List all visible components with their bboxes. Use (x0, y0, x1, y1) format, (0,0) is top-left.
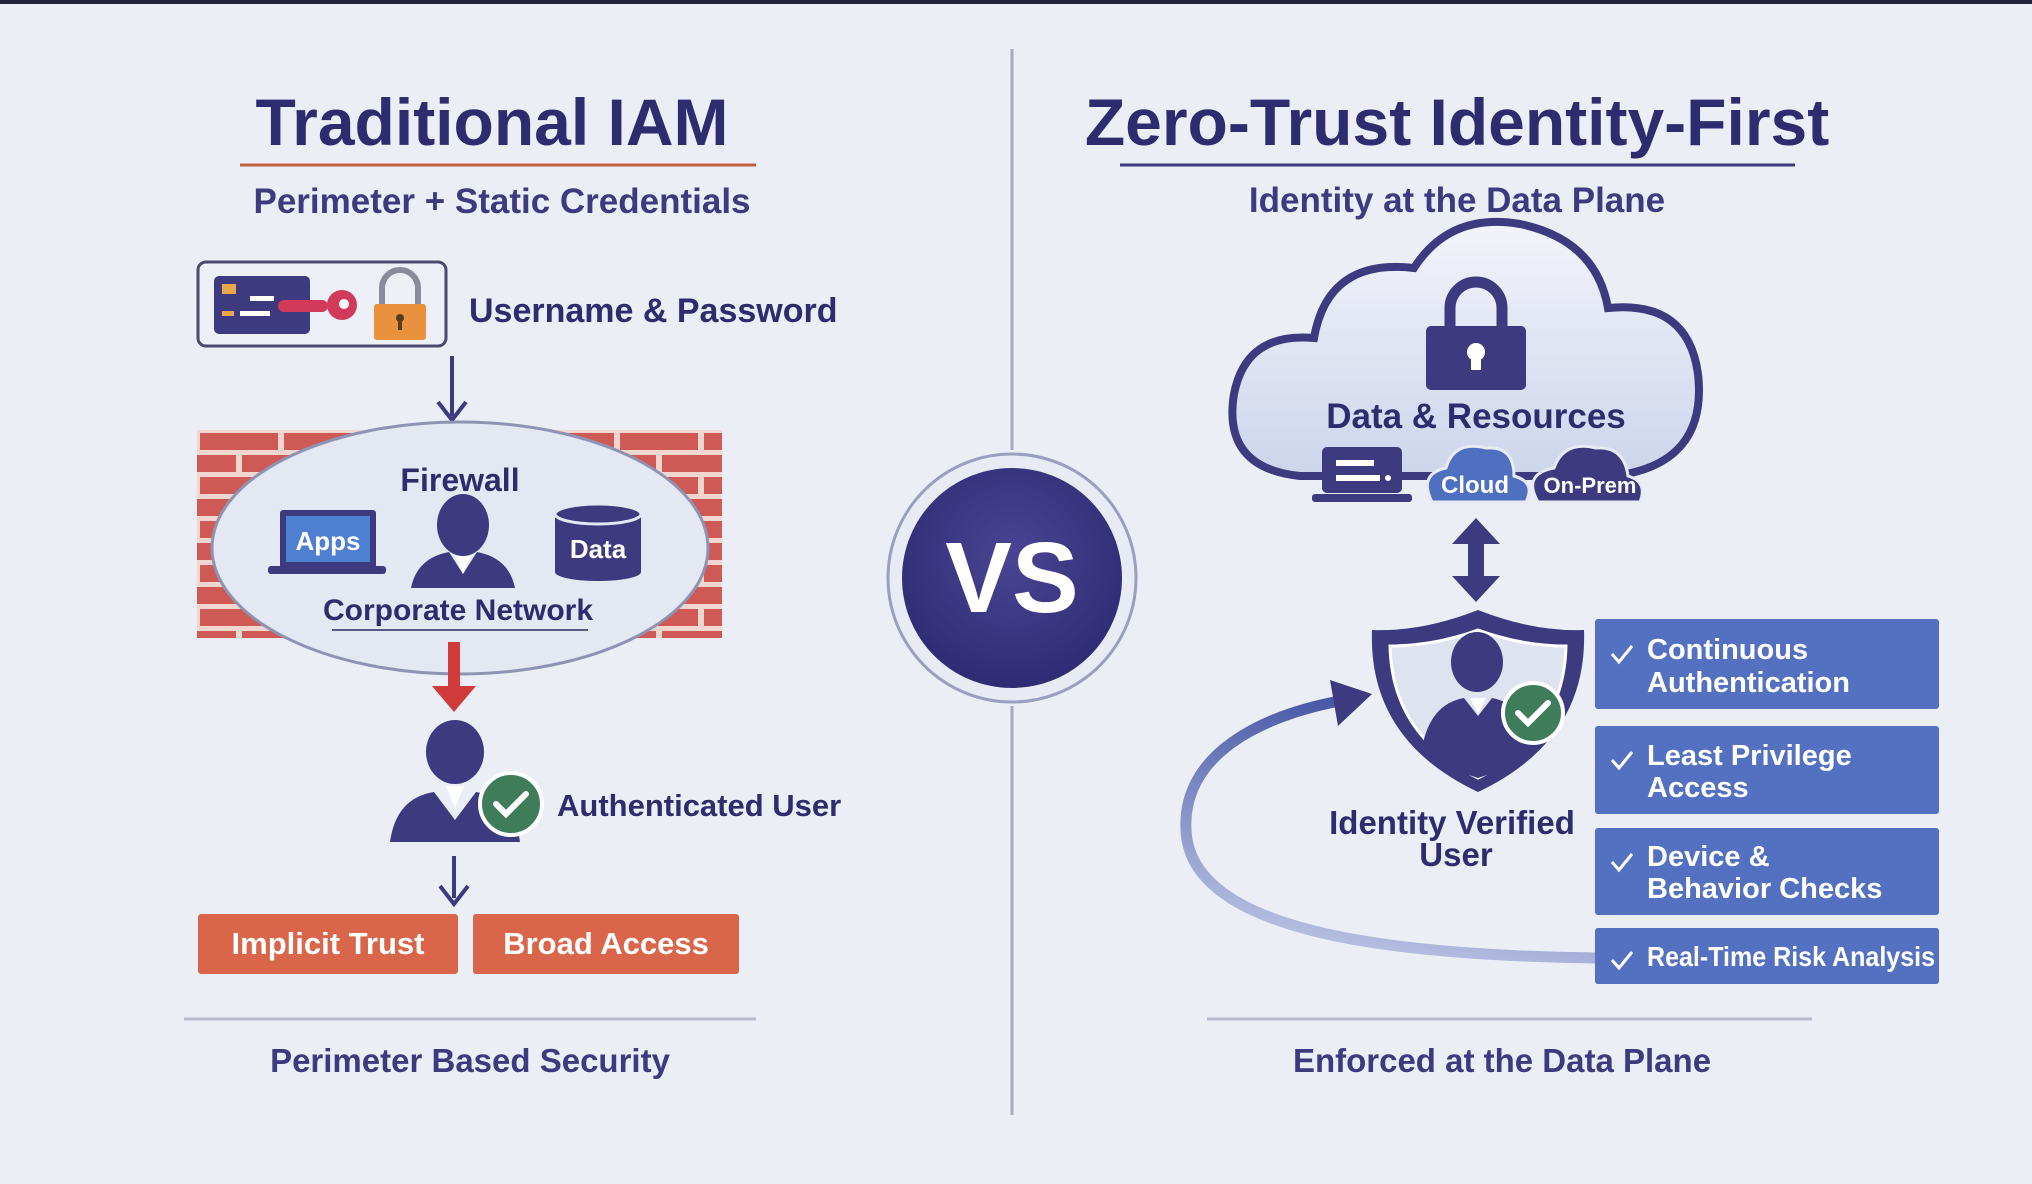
server-icon (1312, 447, 1412, 502)
checkmark-icon (1610, 951, 1634, 971)
svg-text:Continuous: Continuous (1647, 634, 1808, 666)
svg-text:Cloud: Cloud (1441, 472, 1509, 499)
verified-user-label-line1: Identity Verified (1329, 804, 1575, 841)
right-title: Zero-Trust Identity-First (1085, 85, 1829, 159)
person-icon (411, 494, 515, 588)
svg-text:Least Privilege: Least Privilege (1647, 740, 1852, 772)
cloud-badge: Cloud (1425, 444, 1531, 504)
svg-text:Broad Access: Broad Access (503, 926, 709, 961)
lock-icon (1426, 276, 1526, 390)
checkmark-icon (1610, 853, 1634, 873)
data-label: Data (570, 534, 627, 564)
implicit-trust-badge: Implicit Trust (198, 914, 458, 974)
checkmark-icon (1610, 751, 1634, 771)
apps-label: Apps (296, 526, 361, 556)
left-footer: Perimeter Based Security (270, 1042, 671, 1079)
svg-text:Implicit Trust: Implicit Trust (232, 926, 425, 961)
svg-text:Real-Time Risk Analysis: Real-Time Risk Analysis (1647, 941, 1935, 972)
svg-text:On-Prem: On-Prem (1544, 473, 1637, 498)
broad-access-badge: Broad Access (473, 914, 739, 974)
vs-badge: VS (886, 452, 1138, 704)
laptop-icon (268, 510, 386, 574)
network-label: Corporate Network (323, 594, 593, 627)
padlock-icon (374, 267, 426, 340)
right-footer: Enforced at the Data Plane (1293, 1042, 1711, 1079)
check-continuous-authentication: Continuous Authentication (1595, 619, 1939, 709)
credentials-label: Username & Password (469, 292, 838, 330)
resources-label: Data & Resources (1326, 397, 1626, 436)
svg-text:Device &: Device & (1647, 841, 1770, 873)
svg-text:Access: Access (1647, 772, 1749, 804)
traditional-iam-panel: Traditional IAM Perimeter + Static Crede… (184, 85, 841, 1079)
check-real-time-risk: Real-Time Risk Analysis (1595, 928, 1939, 984)
database-icon (553, 502, 643, 581)
credentials-icon (196, 260, 448, 348)
on-prem-badge: On-Prem (1531, 444, 1644, 504)
bidirectional-arrow-icon (1452, 518, 1500, 602)
verified-check-icon (1501, 681, 1565, 745)
red-arrow-down-icon (432, 642, 476, 712)
authenticated-user-label: Authenticated User (557, 788, 841, 823)
key-icon (278, 290, 357, 320)
check-least-privilege: Least Privilege Access (1595, 726, 1939, 814)
svg-text:Authentication: Authentication (1647, 667, 1850, 699)
verified-user-label-line2: User (1419, 836, 1493, 873)
verified-check-icon (478, 771, 544, 837)
top-edge (0, 0, 2032, 4)
firewall-label: Firewall (400, 462, 519, 498)
loop-arrow-icon (1180, 680, 1597, 964)
arrow-down-icon (436, 356, 468, 424)
svg-text:VS: VS (945, 522, 1078, 634)
check-device-behavior: Device & Behavior Checks (1595, 828, 1939, 915)
checkmark-icon (1610, 645, 1634, 665)
zero-trust-panel: Zero-Trust Identity-First Identity at th… (1085, 85, 1939, 1079)
left-title: Traditional IAM (255, 85, 728, 159)
right-subtitle: Identity at the Data Plane (1249, 181, 1665, 220)
svg-text:Behavior Checks: Behavior Checks (1647, 873, 1882, 905)
arrow-down-icon (438, 856, 470, 908)
left-subtitle: Perimeter + Static Credentials (253, 182, 750, 221)
